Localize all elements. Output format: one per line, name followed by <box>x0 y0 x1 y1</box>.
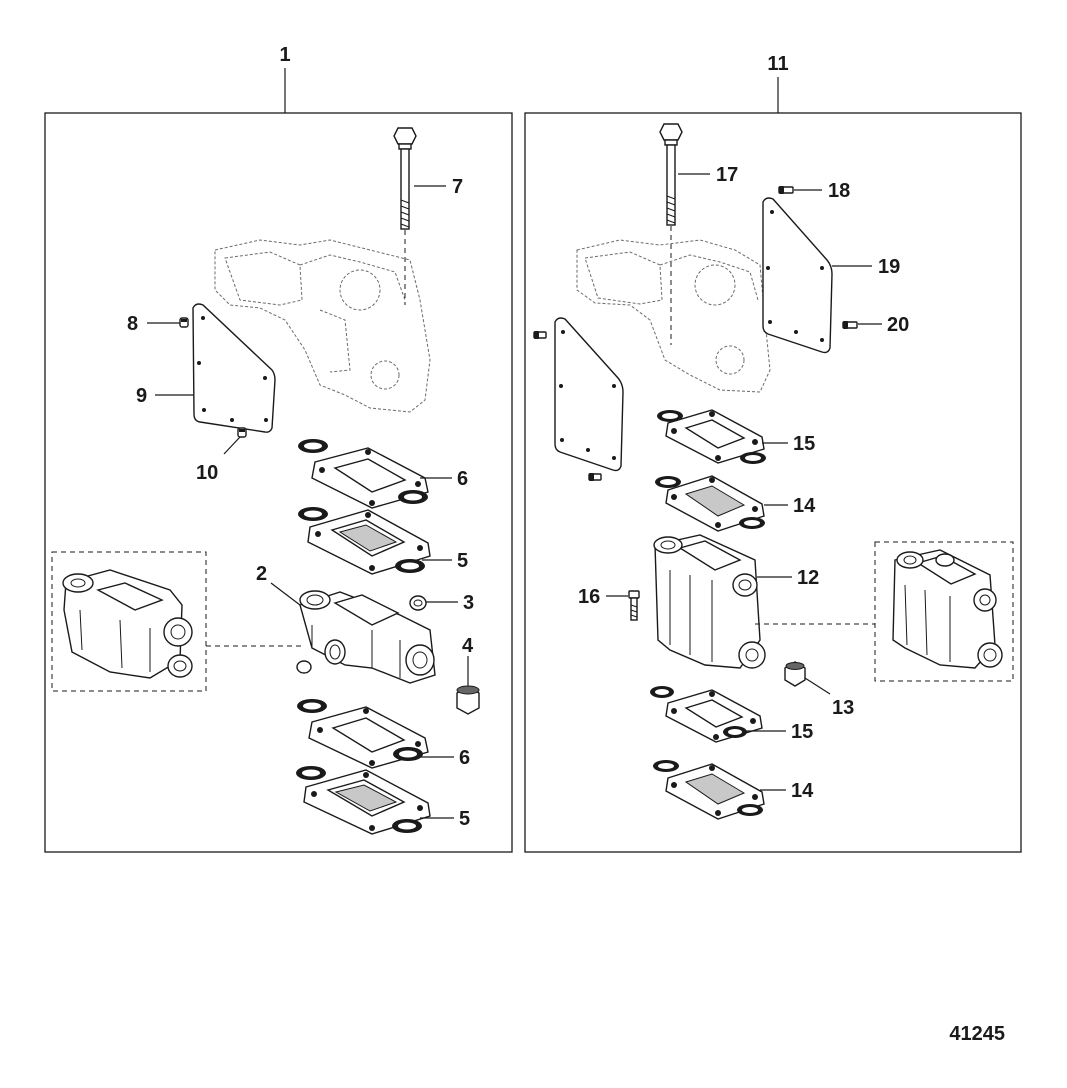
callout-4: 4 <box>462 635 474 657</box>
callout-20: 20 <box>887 314 909 336</box>
gasket-5-lower <box>296 766 431 835</box>
gasket-5-upper <box>298 507 431 575</box>
gasket-14-lower <box>653 760 765 820</box>
callout-5-lower: 5 <box>459 808 470 830</box>
callout-9: 9 <box>136 385 147 407</box>
callout-19: 19 <box>878 256 900 278</box>
gasket-15-lower <box>650 686 763 743</box>
callout-2: 2 <box>256 563 267 585</box>
drain-plug-13 <box>784 661 806 687</box>
bolt-16 <box>628 590 640 621</box>
bolt-7 <box>393 127 417 305</box>
bolt-17 <box>659 123 683 345</box>
callout-14-upper: 14 <box>793 495 816 517</box>
detail-inset-left <box>51 551 207 692</box>
assembly-panel-left <box>44 112 513 853</box>
detail-inset-right <box>874 541 1014 682</box>
screw-10 <box>237 427 247 438</box>
gasket-6-lower <box>297 699 429 769</box>
exhaust-elbow-2 <box>299 590 436 684</box>
elbow-detail-view-left <box>62 569 193 679</box>
callout-13: 13 <box>832 697 854 719</box>
plug-3 <box>409 595 427 611</box>
assembly-label-left: 1 <box>279 44 290 66</box>
screw-8 <box>179 317 189 328</box>
callout-7: 7 <box>452 176 463 198</box>
callout-10: 10 <box>196 462 218 484</box>
figure-number: 41245 <box>949 1023 1005 1045</box>
callout-16: 16 <box>578 586 600 608</box>
callout-6-lower: 6 <box>459 747 470 769</box>
callout-8: 8 <box>127 313 138 335</box>
cover-plate-9 <box>192 303 276 433</box>
callout-5-upper: 5 <box>457 550 468 572</box>
gasket-15-upper <box>657 409 766 464</box>
riser-detail-view-right <box>892 549 1003 669</box>
callout-18: 18 <box>828 180 850 202</box>
exhaust-manifold-outline-right <box>576 239 771 393</box>
cover-plate-19 <box>762 197 833 354</box>
cover-plate-right-assembly-lower <box>554 317 624 472</box>
screw-20 <box>842 321 858 329</box>
callout-6-upper: 6 <box>457 468 468 490</box>
callout-12: 12 <box>797 567 819 589</box>
callout-3: 3 <box>463 592 474 614</box>
screw-extra-top <box>533 331 547 339</box>
assembly-label-right: 11 <box>767 53 788 75</box>
callout-14-lower: 14 <box>791 780 814 802</box>
callout-17: 17 <box>716 164 738 186</box>
exhaust-manifold-outline <box>214 239 431 413</box>
callout-15-upper: 15 <box>793 433 815 455</box>
callout-15-lower: 15 <box>791 721 813 743</box>
plug-small <box>296 660 312 674</box>
gasket-6-upper <box>298 439 429 509</box>
drain-plug-4 <box>456 685 480 715</box>
exhaust-riser-12 <box>653 534 766 669</box>
gasket-14-upper <box>655 475 765 532</box>
assembly-panel-right <box>524 112 1022 853</box>
screw-18 <box>778 186 794 194</box>
screw-extra-bottom <box>588 473 602 481</box>
